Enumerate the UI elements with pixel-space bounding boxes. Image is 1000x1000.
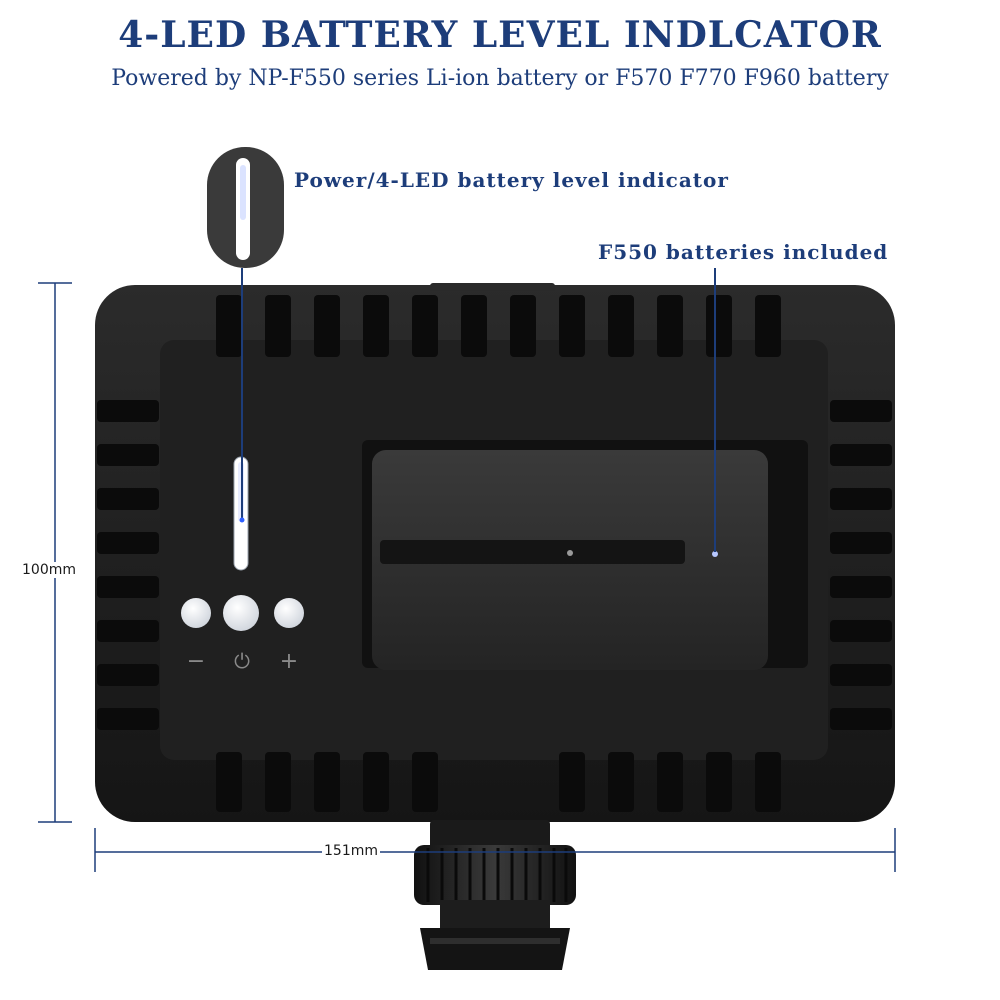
left-vents [97, 400, 159, 730]
height-dimension-label: 100mm [20, 562, 78, 578]
right-vents [830, 400, 892, 730]
indicator-zoom-bubble [207, 147, 284, 268]
top-vents [216, 295, 781, 357]
page-title: 4-LED BATTERY LEVEL INDLCATOR [118, 14, 882, 56]
bottom-vents [216, 752, 781, 812]
indicator-callout-dot [239, 517, 245, 523]
control-symbols: − ⏻ + [187, 649, 298, 674]
hot-shoe-mount [414, 820, 576, 970]
minus-button [181, 598, 211, 628]
battery-callout-label: F550 batteries included [598, 240, 889, 264]
control-buttons [181, 595, 304, 631]
battery-compartment [362, 440, 808, 670]
page-subtitle: Powered by NP-F550 series Li-ion battery… [111, 66, 889, 91]
power-icon: ⏻ [234, 649, 250, 673]
plus-icon: + [280, 649, 298, 674]
minus-icon: − [187, 649, 205, 674]
callout-lines [241, 268, 716, 552]
height-dimension [38, 282, 72, 823]
width-dimension-label: 151mm [322, 843, 380, 859]
indicator-callout-label: Power/4-LED battery level indicator [294, 168, 729, 192]
width-dimension [94, 828, 896, 872]
power-button [223, 595, 259, 631]
plus-button [274, 598, 304, 628]
